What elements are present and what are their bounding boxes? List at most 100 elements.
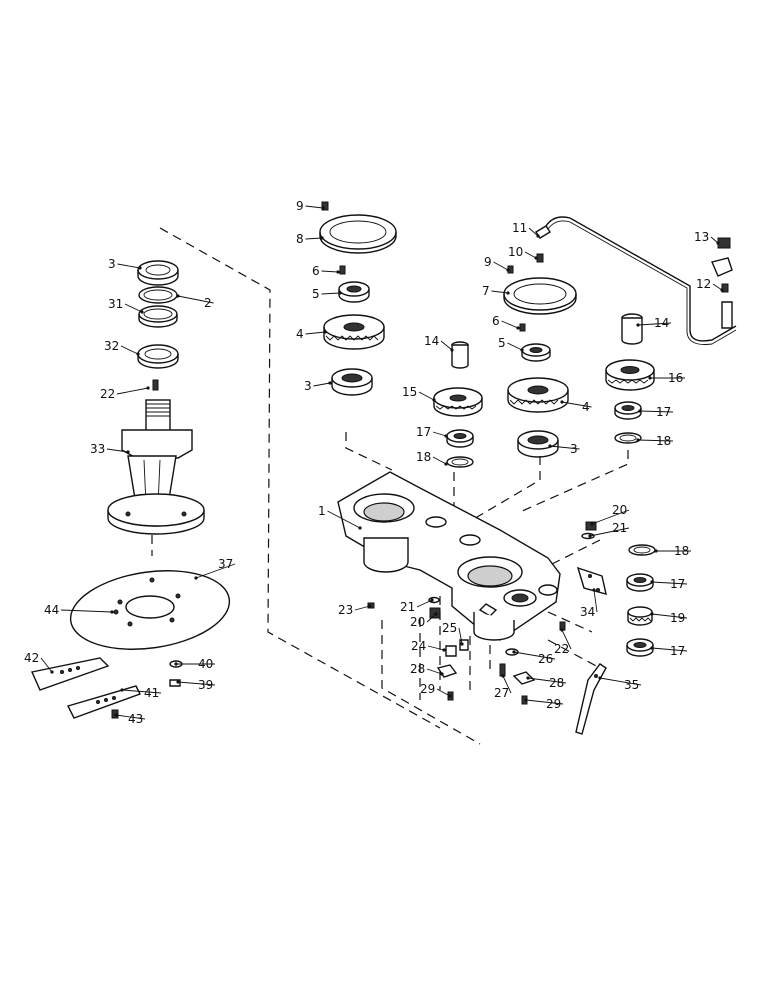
- callout-leader-c9b: [493, 261, 509, 271]
- gear-15: [433, 387, 483, 417]
- seal-32: [137, 344, 179, 369]
- callout-leader-c27: [502, 675, 512, 694]
- callout-arrowhead-c42: [50, 670, 54, 674]
- callout-leader-c14b: [637, 322, 672, 326]
- callout-label-c40: 40: [198, 657, 213, 671]
- callout-label-c15: 15: [402, 385, 417, 399]
- callout-leader-c20a: [426, 613, 437, 623]
- callout-arrowhead-c39: [176, 680, 180, 684]
- callout-leader-c18b: [637, 439, 674, 442]
- callout-arrowhead-c13: [716, 241, 720, 245]
- callout-leader-c29a: [436, 688, 451, 697]
- callout-leader-c25: [458, 627, 463, 645]
- callout-arrowhead-c32: [136, 352, 140, 356]
- callout-arrowhead-c21b: [588, 534, 592, 538]
- callout-label-c18b: 18: [656, 434, 671, 448]
- callout-label-c27: 27: [494, 686, 509, 700]
- callout-label-c20a: 20: [410, 615, 425, 629]
- bearing-17-lower-a: [626, 573, 654, 592]
- callout-label-c35: 35: [624, 678, 639, 692]
- callout-arrowhead-c43: [114, 713, 118, 717]
- callout-arrowhead-c16: [648, 376, 652, 380]
- callout-leader-c39: [177, 681, 216, 686]
- fitting-10: [536, 253, 544, 263]
- disc-37: [69, 570, 231, 650]
- callout-leader-c4b: [561, 401, 592, 408]
- callout-arrowhead-c23: [368, 604, 372, 608]
- callout-leader-c3c: [549, 445, 580, 450]
- callout-leader-c22b: [561, 629, 572, 650]
- callout-arrowhead-c18a: [444, 462, 448, 466]
- callout-leader-c17d: [651, 647, 688, 652]
- callout-label-c31: 31: [108, 297, 123, 311]
- gear-4-right: [507, 377, 569, 413]
- callout-arrowhead-c28a: [440, 672, 444, 676]
- callout-arrowhead-c20b: [590, 522, 594, 526]
- callout-label-c9a: 9: [296, 199, 304, 213]
- callout-label-c19: 19: [670, 611, 685, 625]
- screw-22-left: [152, 379, 159, 391]
- callout-label-c7: 7: [482, 284, 490, 298]
- callout-label-c9b: 9: [484, 255, 492, 269]
- callout-label-c14b: 14: [654, 316, 669, 330]
- ring-2: [138, 286, 178, 304]
- callout-arrowhead-c24: [442, 648, 446, 652]
- callout-arrowhead-c22b: [560, 628, 564, 632]
- callout-arrowhead-c15: [432, 398, 436, 402]
- callout-leader-c35: [599, 677, 642, 686]
- callout-arrowhead-c9b: [506, 268, 510, 272]
- gear-4-left: [323, 314, 385, 350]
- callout-leader-c10: [524, 251, 537, 259]
- gearbox-housing-1: [337, 471, 561, 641]
- callout-label-c18c: 18: [674, 544, 689, 558]
- callout-label-c43: 43: [128, 712, 143, 726]
- callout-leader-c7: [491, 290, 509, 294]
- callout-leader-c23: [354, 605, 371, 611]
- callout-arrowhead-c5b: [520, 348, 524, 352]
- callout-label-c5b: 5: [498, 336, 506, 350]
- grease-cap-13: [717, 237, 731, 249]
- callout-arrowhead-c11: [536, 234, 540, 238]
- callout-arrowhead-c17b: [638, 409, 642, 413]
- callout-label-c3a: 3: [304, 379, 312, 393]
- callout-arrowhead-c12: [720, 288, 724, 292]
- callout-leader-c6a: [321, 270, 339, 273]
- callout-arrowhead-c29b: [524, 698, 528, 702]
- hub-33: [107, 399, 205, 535]
- callout-leader-c44: [60, 609, 113, 613]
- callout-leader-c33: [106, 448, 129, 453]
- callout-label-c26: 26: [538, 652, 553, 666]
- callout-leader-c9a: [305, 205, 324, 209]
- blade-42: [31, 657, 110, 691]
- callout-arrowhead-c41: [120, 688, 124, 692]
- callout-leader-c20b: [591, 509, 630, 525]
- callout-label-c3c: 3: [570, 442, 578, 456]
- callout-label-c23: 23: [338, 603, 353, 617]
- bolt-9-left: [321, 201, 329, 211]
- callout-label-c42: 42: [24, 651, 39, 665]
- callout-arrowhead-c8: [320, 236, 324, 240]
- callout-label-c20b: 20: [612, 503, 627, 517]
- grease-line: [545, 216, 737, 345]
- callout-arrowhead-c14a: [450, 348, 454, 352]
- callout-label-c21a: 21: [400, 600, 415, 614]
- callout-arrowhead-c2: [176, 294, 180, 298]
- callout-label-c6b: 6: [492, 314, 500, 328]
- plate-28a: [436, 664, 458, 678]
- callout-leader-c19: [651, 613, 688, 619]
- callout-label-c10: 10: [508, 245, 523, 259]
- callout-arrowhead-c31: [140, 310, 144, 314]
- callout-label-c29b: 29: [546, 697, 561, 711]
- callout-arrowhead-c22a: [146, 386, 150, 390]
- callout-leader-c15: [418, 391, 435, 401]
- callout-leader-c14a: [440, 340, 453, 351]
- callout-arrowhead-c19: [650, 612, 654, 616]
- callout-arrowhead-c14b: [636, 323, 640, 327]
- callout-leader-c43: [115, 714, 146, 720]
- bearing-17-right: [614, 401, 642, 420]
- callout-label-c34: 34: [580, 605, 595, 619]
- bracket-12: [711, 257, 733, 329]
- pinion-19: [627, 606, 653, 626]
- callout-label-c17a: 17: [416, 425, 431, 439]
- callout-label-c22b: 22: [554, 642, 569, 656]
